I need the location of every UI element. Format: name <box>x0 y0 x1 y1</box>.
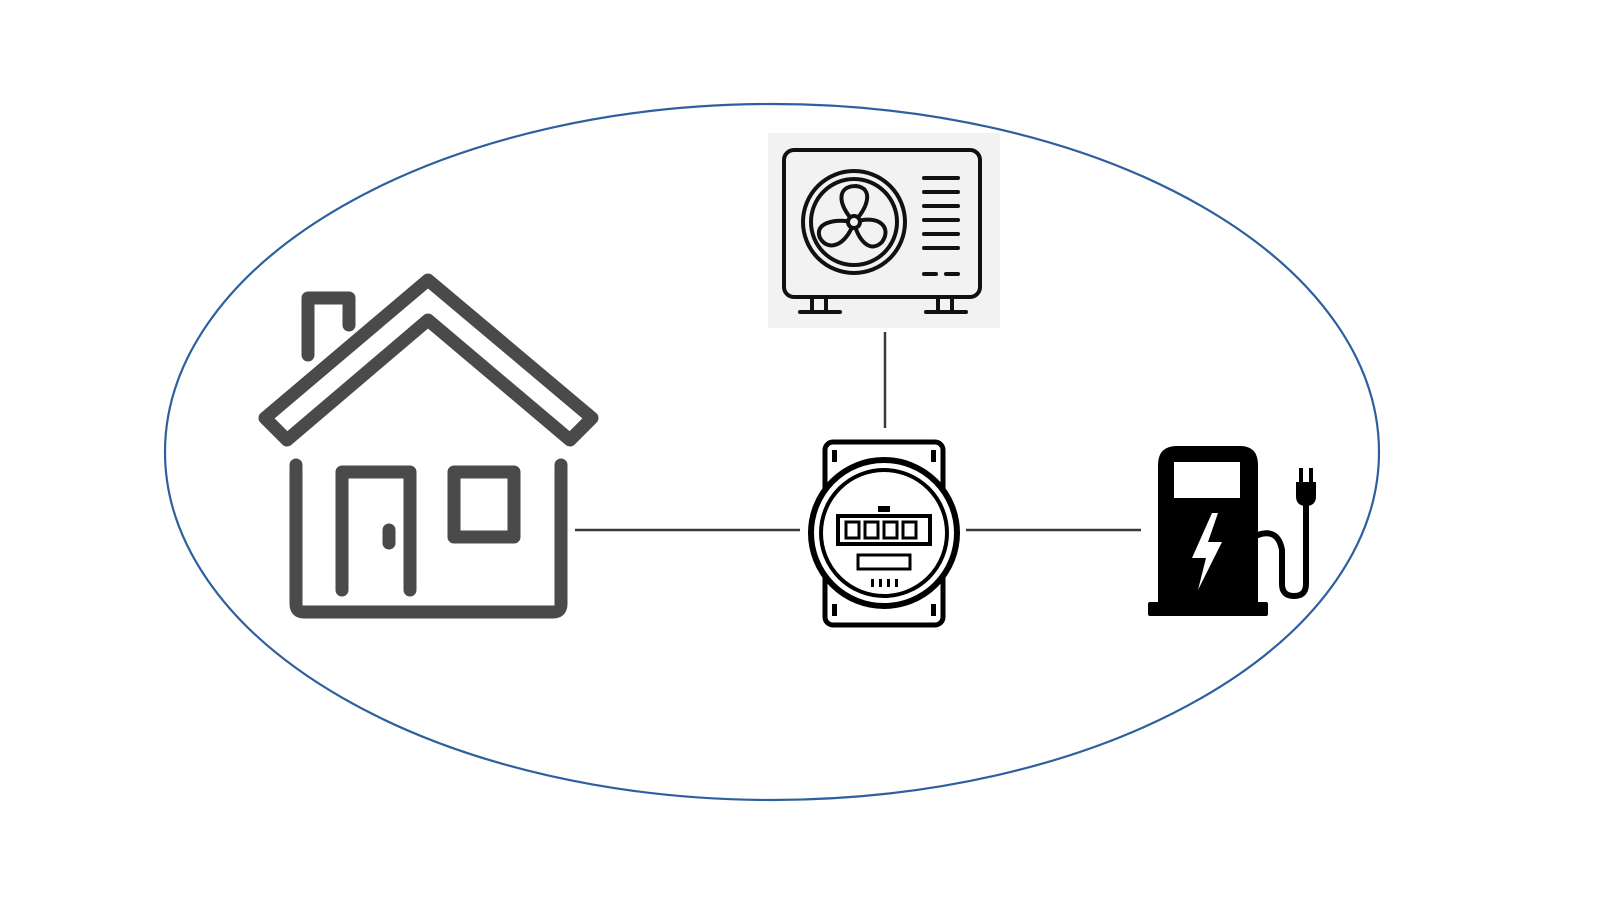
system-boundary-ellipse <box>163 102 1381 802</box>
house-icon <box>258 273 599 619</box>
connectors <box>575 332 1141 532</box>
ev-charging-station-icon <box>1148 446 1316 616</box>
heat-pump-outdoor-unit-icon <box>768 133 1000 328</box>
electricity-meter-icon <box>808 439 960 628</box>
